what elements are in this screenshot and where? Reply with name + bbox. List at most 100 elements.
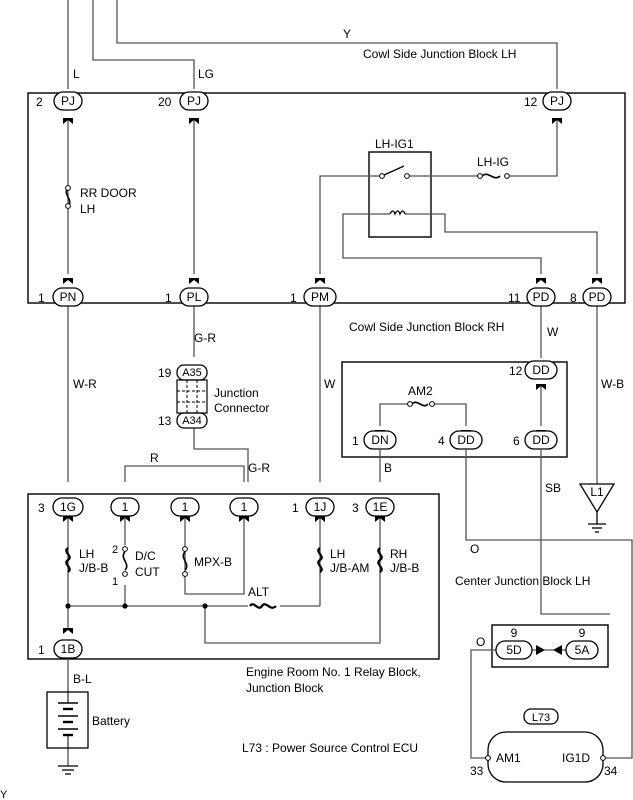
pin-num-top-2: 20	[158, 95, 172, 109]
fuse-lh-jbb-1: LH	[79, 547, 94, 561]
fuse-am2: AM2	[408, 384, 433, 398]
pin-code-pd-11: PD	[533, 290, 550, 304]
er-pin-code-c: 1	[241, 500, 248, 514]
ecu-l73	[485, 708, 606, 783]
wire-label-sb: SB	[545, 481, 561, 495]
wire-label-o1: O	[470, 542, 479, 556]
rh-pin-num-dd6: 6	[513, 434, 520, 448]
fuse-dc-cut-2: CUT	[135, 565, 160, 579]
wire-label-gr1: G-R	[194, 331, 216, 345]
fuse-rr-door-1: RR DOOR	[80, 186, 137, 200]
ecu-ig1d: IG1D	[562, 751, 590, 765]
pin-num-pl: 1	[165, 291, 172, 305]
junction-dots	[65, 603, 208, 609]
er-pin-num-1g: 3	[38, 501, 45, 515]
wires	[67, 0, 633, 766]
er-pin-num-1b: 1	[38, 643, 45, 657]
center-pin-code-5d: 5D	[506, 643, 522, 657]
pin-num-pd-11: 11	[508, 291, 521, 305]
fuse-lh-ig: LH-IG	[477, 155, 509, 169]
ground-l1-symbol	[578, 483, 616, 533]
pin-code-top-1: PJ	[61, 94, 75, 108]
center-lh-block	[491, 624, 609, 668]
er-pin-code-a: 1	[122, 500, 129, 514]
engine-room-block	[27, 493, 440, 660]
pin-code-pm: PM	[311, 290, 329, 304]
rh-pin-code-dd4: DD	[457, 433, 475, 447]
fuse-symbols	[65, 165, 510, 609]
battery-symbol	[46, 691, 89, 775]
wire-label-w1: W	[324, 377, 336, 391]
pin-code-pd-8: PD	[589, 290, 606, 304]
relay-box	[368, 151, 432, 238]
center-pin-code-5a: 5A	[575, 643, 590, 657]
er-pin-code-1j: 1J	[314, 500, 327, 514]
engine-room-label-2: Junction Block	[246, 681, 324, 695]
junction-connector	[176, 379, 208, 414]
connector-arrows	[63, 118, 602, 655]
jc-top-num: 19	[158, 366, 172, 380]
fuse-rh-jbb-2: J/B-B	[390, 561, 419, 575]
rh-pin-num-dn: 1	[352, 434, 359, 448]
wire-label-r: R	[150, 451, 159, 465]
er-pin-code-1b: 1B	[61, 642, 76, 656]
ecu-pin-34: 34	[604, 764, 618, 778]
fuse-rr-door-2: LH	[80, 202, 95, 216]
pin-num-top-1: 2	[36, 95, 43, 109]
center-pin-num-5a: 9	[579, 626, 586, 640]
fuse-lh-jbb-2: J/B-B	[79, 561, 108, 575]
wire-label-lg: LG	[198, 67, 214, 81]
ecu-note: L73 : Power Source Control ECU	[242, 741, 418, 755]
wire-label-o2: O	[476, 635, 485, 649]
relay-lh-ig1: LH-IG1	[375, 137, 414, 151]
er-pin-code-1e: 1E	[373, 500, 388, 514]
er-pin-num-1j: 1	[292, 501, 299, 515]
center-pin-num-5d: 9	[511, 626, 518, 640]
battery-label: Battery	[92, 714, 130, 728]
pin-num-pd-8: 8	[570, 291, 577, 305]
wire-label-w2: W	[547, 325, 559, 339]
wire-label-bl: B-L	[73, 672, 92, 686]
pin-num-pm: 1	[290, 291, 297, 305]
wire-label-b: B	[384, 461, 392, 475]
er-pin-code-b: 1	[182, 500, 189, 514]
fuse-dc-pin-1: 1	[112, 576, 118, 588]
wire-label-wb: W-B	[601, 377, 624, 391]
jc-bottom-code: A34	[182, 415, 202, 427]
cowl-rh-label: Cowl Side Junction Block RH	[349, 320, 504, 334]
cowl-rh-block	[341, 361, 568, 458]
jc-label-1: Junction	[214, 386, 259, 400]
er-pin-num-1e: 3	[352, 501, 359, 515]
rh-pin-code-dd6: DD	[532, 433, 550, 447]
fuse-mpxb: MPX-B	[194, 555, 232, 569]
wire-label-gr2: G-R	[248, 461, 270, 475]
pin-num-pn: 1	[38, 291, 45, 305]
fuse-lh-jbam-2: J/B-AM	[330, 561, 369, 575]
wire-label-l: L	[73, 67, 80, 81]
rh-pin-code-dn: DN	[371, 433, 388, 447]
fuse-dc-cut-1: D/C	[135, 549, 156, 563]
ecu-name: L73	[532, 712, 550, 724]
jc-top-code: A35	[182, 367, 202, 379]
pin-code-top-2: PJ	[187, 94, 201, 108]
pin-code-pn: PN	[60, 290, 77, 304]
ground-l1-label: L1	[590, 485, 604, 499]
fuse-lh-jbam-1: LH	[330, 547, 345, 561]
pin-code-top-3: PJ	[550, 94, 564, 108]
wire-label-wr: W-R	[73, 377, 97, 391]
ecu-am1: AM1	[496, 751, 521, 765]
pin-num-top-3: 12	[524, 95, 538, 109]
wire-label-y: Y	[343, 27, 351, 41]
rh-pin-code-dd12: DD	[532, 363, 550, 377]
jc-label-2: Connector	[214, 401, 269, 415]
center-lh-label: Center Junction Block LH	[455, 574, 590, 588]
connector-pills	[52, 91, 612, 660]
jc-bottom-num: 13	[158, 414, 172, 428]
fuse-dc-pin-2: 2	[112, 544, 118, 556]
ecu-pin-33: 33	[470, 764, 484, 778]
fuse-rh-jbb-1: RH	[390, 547, 407, 561]
rh-pin-num-dd12: 12	[509, 364, 523, 378]
pin-code-pl: PL	[187, 290, 202, 304]
corner-mark: Y	[0, 789, 8, 800]
